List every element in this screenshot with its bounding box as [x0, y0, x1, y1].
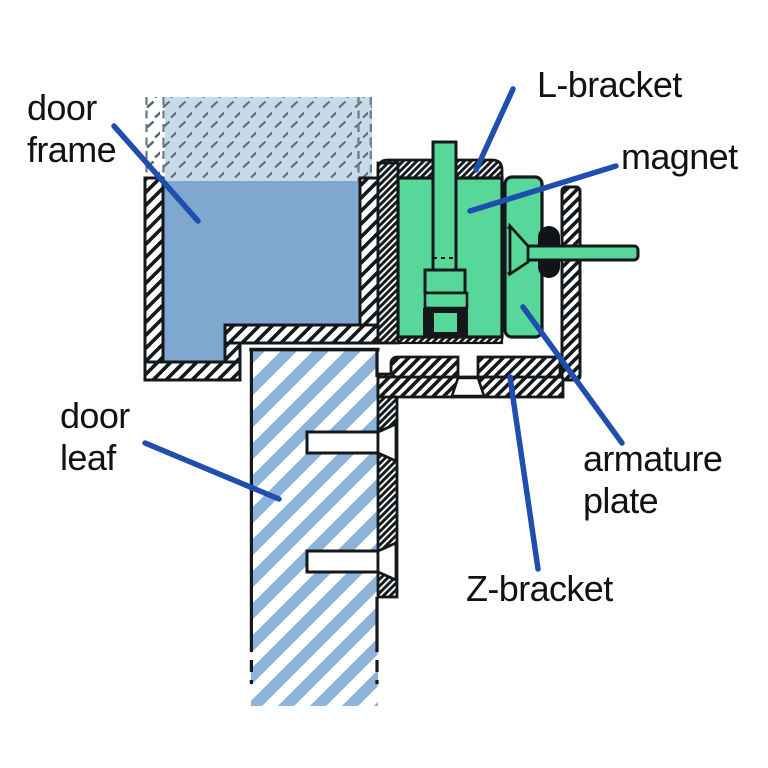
label-door-leaf-line1: door — [60, 395, 130, 436]
bolt-collar-lower — [423, 291, 469, 310]
leader-magnet — [467, 163, 619, 214]
bolt-collar-upper — [423, 268, 467, 295]
leader-lines — [111, 86, 625, 572]
label-armature-plate: armature plate — [583, 438, 723, 522]
magnet-mounting-bolt — [431, 140, 458, 276]
label-door-frame: door frame — [27, 87, 117, 171]
armature-countersunk-screw-head — [508, 222, 530, 277]
leader-z-bracket — [507, 374, 541, 572]
door-frame-body — [163, 181, 360, 362]
frame-break-fill — [165, 97, 372, 181]
door-leaf-break-edges — [249, 640, 379, 684]
leaf-screw-2-shank — [305, 549, 380, 574]
leaf-screw-1-shank — [305, 430, 380, 455]
frame-right-wall — [358, 176, 380, 327]
label-magnet-text: magnet — [621, 136, 738, 177]
z-bracket-countersunk-screw — [450, 376, 486, 398]
label-armature-plate-line2: plate — [583, 480, 659, 521]
l-bracket-vertical-flange — [376, 161, 400, 345]
door-frame-profile — [143, 176, 380, 382]
label-z-bracket: Z-bracket — [466, 568, 613, 610]
magnet-coil-core — [434, 313, 457, 332]
label-l-bracket-text: L-bracket — [537, 64, 682, 105]
leader-door-leaf — [142, 440, 282, 502]
frame-break-dashed-edges — [145, 97, 372, 181]
frame-step-horizontal — [223, 323, 380, 345]
z-bracket-upright-plate — [560, 185, 582, 382]
door-frame-upper-break-section — [145, 97, 372, 181]
label-door-frame-line1: door — [27, 87, 97, 128]
door-leaf-fill — [251, 348, 378, 706]
armature-screw-rod — [522, 244, 640, 262]
armature-carrier-bar-right — [476, 355, 562, 379]
frame-break-left-wall — [145, 97, 165, 181]
label-z-bracket-text: Z-bracket — [466, 568, 613, 609]
door-leaf-shape — [249, 347, 380, 706]
leaf-screw-2-head — [376, 540, 398, 583]
frame-bottom — [143, 360, 242, 382]
armature-carrier-bar-left — [389, 355, 460, 379]
countersink-hidden-lines — [502, 225, 511, 276]
label-armature-plate-line1: armature — [583, 438, 723, 479]
label-door-leaf-line2: leaf — [60, 437, 116, 478]
label-door-frame-line2: frame — [27, 129, 117, 170]
armature-assembly — [502, 175, 640, 339]
label-door-leaf: door leaf — [60, 395, 130, 479]
door-leaf-screws — [305, 421, 398, 583]
label-l-bracket: L-bracket — [537, 64, 682, 106]
leader-door-frame — [111, 123, 201, 224]
frame-left-wall — [143, 176, 165, 382]
leader-l-bracket — [473, 86, 516, 173]
leaf-screw-1-head — [376, 421, 398, 464]
label-magnet: magnet — [621, 136, 738, 178]
leader-armature-plate — [520, 304, 625, 446]
door-leaf-side-edges — [249, 348, 379, 640]
